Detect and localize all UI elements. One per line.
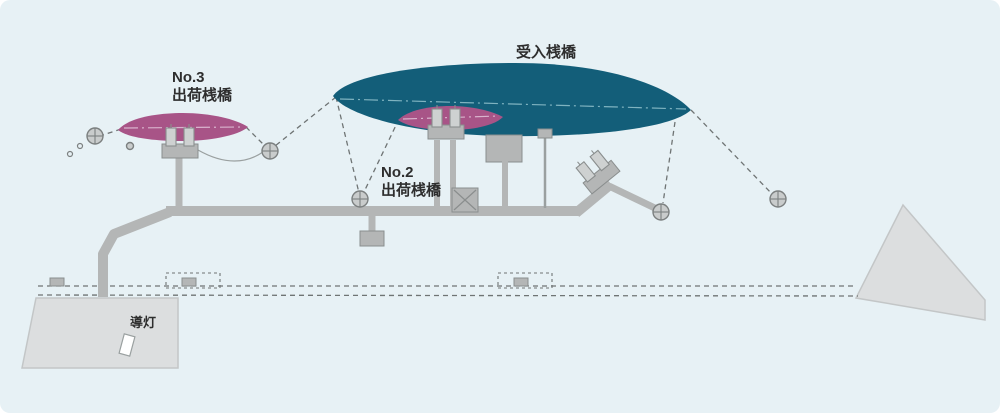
mooring-buoy <box>351 190 369 208</box>
label-no2-line2: 出荷桟橋 <box>381 181 442 199</box>
land-right <box>854 203 986 321</box>
label-no3-line1: No.3 <box>172 69 205 86</box>
pier-diagonal <box>572 180 615 217</box>
land-left <box>21 297 179 369</box>
berth-platform <box>485 134 523 163</box>
ship-receiving-pier <box>333 63 691 137</box>
pier-approach <box>98 207 172 297</box>
label-receiving-pier: 受入桟橋 <box>516 43 577 61</box>
quay-dashed-outline <box>165 272 221 289</box>
mooring-buoy <box>261 142 279 160</box>
mooring-buoy <box>652 203 670 221</box>
pier-diagonal <box>607 182 661 214</box>
ship-centerline <box>339 98 687 110</box>
quay-line <box>37 272 859 297</box>
label-no3-line2: 出荷桟橋 <box>172 86 233 104</box>
quay-structure <box>181 277 197 287</box>
mooring-buoy <box>769 190 787 208</box>
pier-structure <box>98 128 661 297</box>
mooring-buoy <box>86 127 104 145</box>
building-cross <box>453 189 477 211</box>
berth-post-cap <box>537 128 553 139</box>
pier-stub-foot <box>359 230 385 247</box>
label-leading-light: 導灯 <box>130 315 156 330</box>
mooring-cable <box>197 149 264 162</box>
quay-dashed-outline <box>497 272 553 289</box>
small-buoy <box>125 141 135 151</box>
leading-light-marker <box>118 333 136 357</box>
chain-dot <box>66 150 74 158</box>
chain-dot <box>76 142 84 150</box>
quay-structure <box>49 277 65 287</box>
mooring-lines <box>66 96 774 204</box>
label-no2-line1: No.2 <box>381 164 414 181</box>
quay-structure <box>513 277 529 287</box>
